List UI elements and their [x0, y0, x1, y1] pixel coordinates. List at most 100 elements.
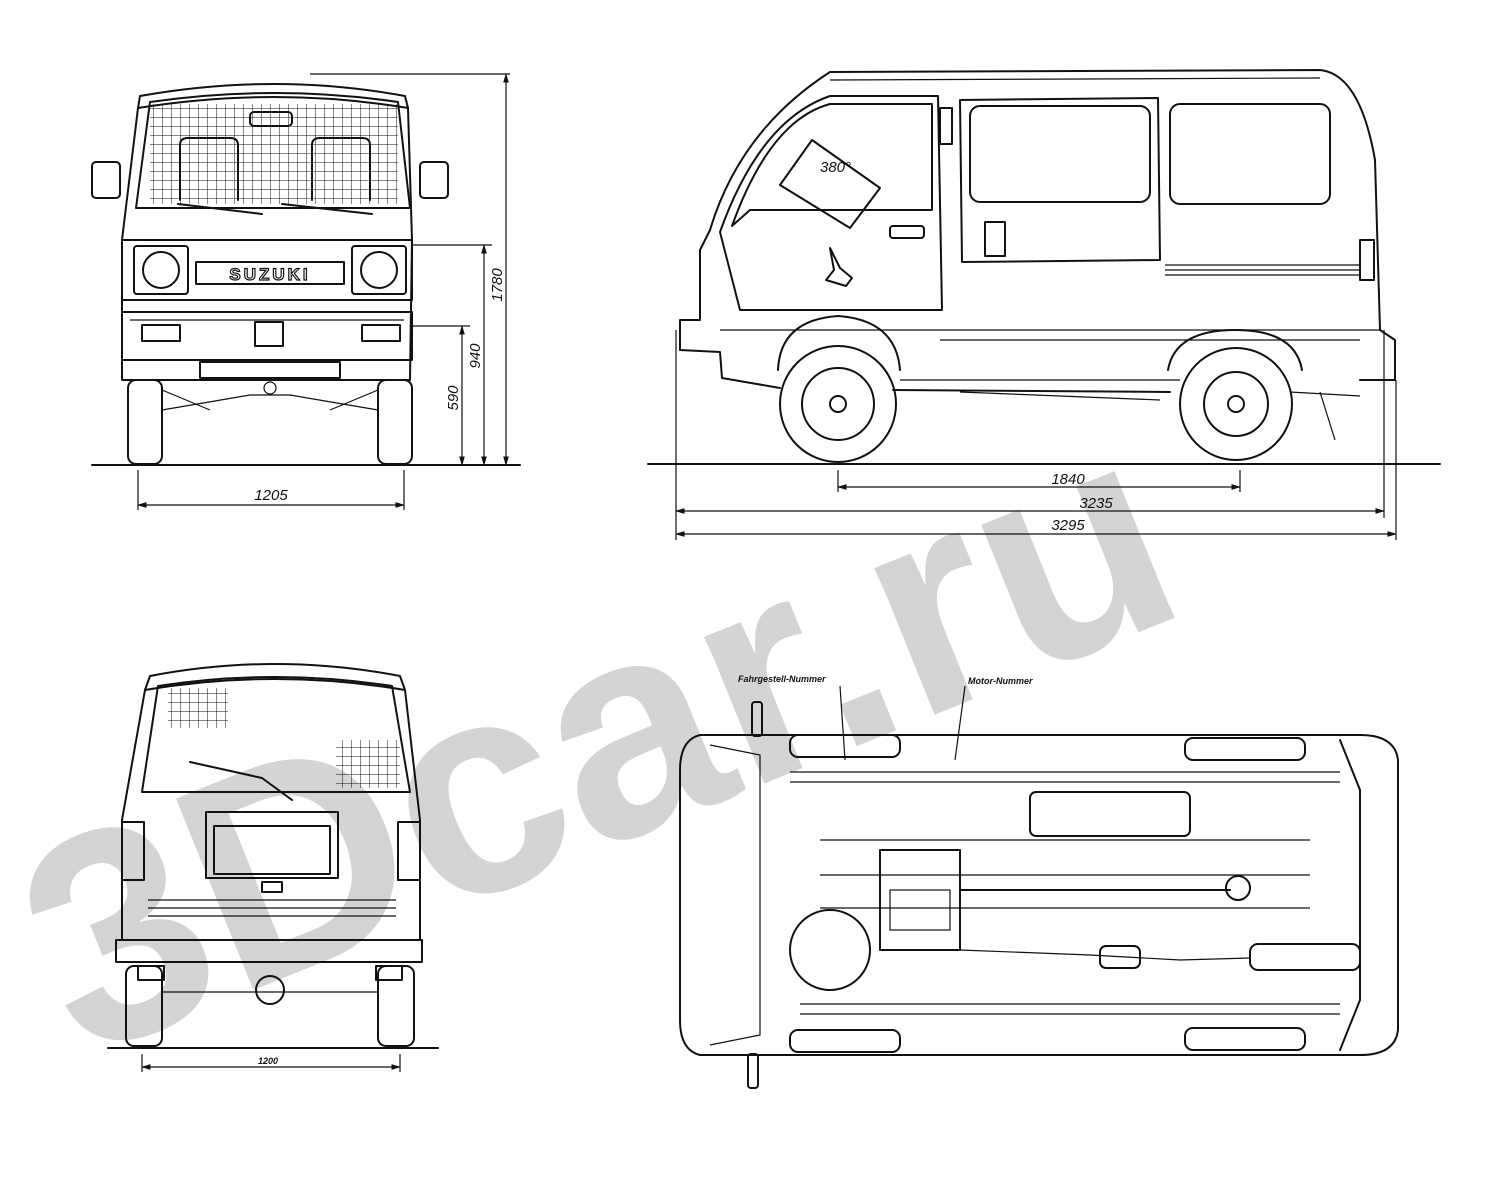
lamp-height-label: 590 [445, 385, 462, 411]
rear-tail-light-right [397, 821, 421, 881]
side-rocker [892, 389, 1171, 393]
door-angle-label: 380° [820, 159, 851, 176]
plan-mirror-top [751, 701, 763, 737]
engine-head [889, 889, 951, 931]
headlight-left [142, 251, 180, 289]
fuel-tank [1029, 791, 1191, 837]
front-axle [161, 394, 379, 411]
side-chassis [900, 379, 1361, 401]
rear-side-window [1169, 103, 1331, 205]
rear-window [141, 676, 411, 793]
front-wiper-right [281, 203, 373, 215]
exhaust-pipe [959, 949, 1251, 961]
front-mirror-right [419, 161, 449, 199]
gear-lever [825, 247, 853, 287]
side-view: 380° 1840 [647, 69, 1441, 540]
steering-wheel [789, 909, 871, 991]
bumper-height-label: 940 [467, 343, 484, 369]
front-mirror-left [91, 161, 121, 199]
front-wiper-left [177, 203, 263, 215]
sliding-door-handle [984, 221, 1006, 257]
diff-front [263, 381, 277, 395]
plan-wheel-fr [789, 1029, 901, 1053]
overall-height-label: 1780 [489, 268, 506, 302]
plan-rear-bumper [1339, 739, 1361, 1051]
rear-diff-plan [1225, 875, 1251, 901]
rear-tail-light-left [121, 821, 145, 881]
watermark: 3Dcar.ru [0, 358, 1217, 1119]
side-front-rim [801, 367, 875, 441]
front-seat-left [179, 137, 239, 201]
sliding-door-window [959, 97, 1161, 263]
front-windshield [135, 92, 411, 209]
rear-wheel-left [125, 965, 163, 1047]
rear-wheel-arch [1167, 329, 1303, 371]
front-wheel-arch [777, 315, 901, 371]
rear-bumper [115, 939, 423, 963]
front-door [719, 95, 943, 311]
rear-view: 1200 [107, 663, 439, 1072]
headlight-left-housing [133, 245, 189, 295]
front-wheel-right [377, 379, 413, 465]
middle-window [969, 105, 1151, 203]
rear-window-grid-right [336, 740, 400, 788]
fog-lamp-right [361, 324, 401, 342]
plan-mirror-bottom [747, 1053, 759, 1089]
overall-length-label: 3295 [1051, 517, 1085, 534]
front-width-label: 1205 [254, 487, 288, 504]
chassis-number-leader [839, 685, 846, 761]
side-rear-hub [1227, 395, 1245, 413]
brand-badge: SUZUKI [229, 265, 310, 284]
bottom-view: Fahrgestell-Nummer Motor-Nummer [679, 674, 1399, 1089]
side-rear-wheel [1179, 347, 1293, 461]
lower-valance [199, 361, 341, 379]
front-body-outline [121, 107, 413, 381]
front-panel [121, 239, 413, 301]
front-seat-right [311, 137, 371, 201]
rear-license-plate [213, 825, 331, 875]
b-pillar-latch [939, 107, 953, 145]
headlight-right-housing [351, 245, 407, 295]
side-rear-rim [1203, 371, 1269, 437]
plan-outline [679, 734, 1399, 1056]
door-swing [779, 139, 881, 229]
plan-wheel-rl [1184, 737, 1306, 761]
windshield-grid [150, 104, 398, 204]
rear-diff [255, 975, 285, 1005]
engine-block [879, 849, 961, 951]
front-plate-mount [254, 321, 284, 347]
chassis-number-label: Fahrgestell-Nummer [738, 674, 826, 684]
side-body-top [709, 69, 1396, 381]
body-length-label: 3235 [1079, 495, 1113, 512]
muffler-2 [1249, 943, 1361, 971]
rear-hitch [1319, 391, 1336, 441]
front-door-window [731, 103, 933, 227]
side-front-hub [829, 395, 847, 413]
watermark-text: 3Dcar.ru [0, 358, 1217, 1119]
badge-plate [195, 261, 345, 285]
roof-gutter [829, 77, 1321, 81]
rear-plate-recess [205, 811, 339, 879]
side-nose [679, 229, 781, 389]
plan-front-line [709, 744, 761, 1046]
rear-width-label: 1200 [258, 1056, 278, 1066]
rear-handle [261, 881, 283, 893]
front-wheel-left [127, 379, 163, 465]
front-links [161, 389, 379, 411]
rear-wheel-right [377, 965, 415, 1047]
front-view: SUZUKI 1205 590 940 1780 [91, 73, 521, 510]
engine-number-leader [954, 685, 966, 761]
fog-lamp-left [141, 324, 181, 342]
front-bumper [121, 311, 413, 361]
door-handle [889, 225, 925, 239]
wheelbase-label: 1840 [1051, 471, 1085, 488]
muffler-1 [1099, 945, 1141, 969]
engine-number-label: Motor-Nummer [968, 676, 1033, 686]
rear-window-grid-left [168, 688, 228, 728]
side-front-wheel [779, 345, 897, 463]
side-tail-light [1359, 239, 1375, 281]
rear-view-mirror [249, 111, 293, 127]
rear-wiper [189, 761, 293, 801]
headlight-right [360, 251, 398, 289]
